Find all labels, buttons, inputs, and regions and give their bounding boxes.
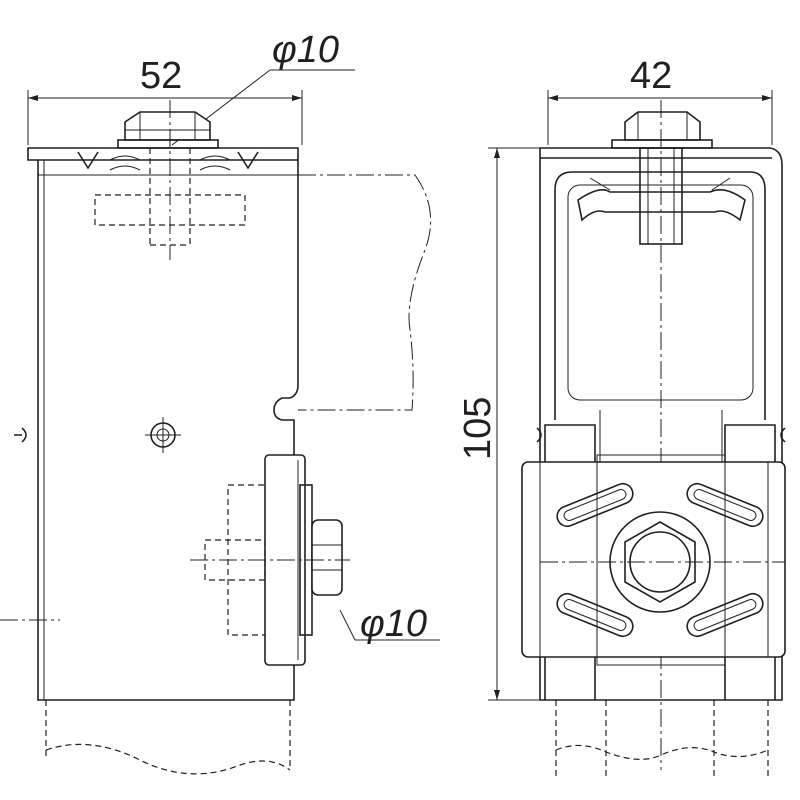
dimension-label-105: 105 xyxy=(457,397,499,460)
clamp-block xyxy=(521,454,786,666)
side-view: 52 φ10 φ10 xyxy=(0,29,440,775)
slot-holes xyxy=(556,482,764,638)
mounting-hole xyxy=(14,417,181,453)
front-view: 42 105 xyxy=(457,55,786,780)
side-bolt-assembly xyxy=(0,454,440,666)
dimension-52 xyxy=(27,90,303,145)
dimension-42 xyxy=(547,90,773,145)
top-bolt xyxy=(94,100,246,260)
front-view-lower-pipe xyxy=(555,700,769,780)
dimension-label-42: 42 xyxy=(630,55,672,97)
side-view-lower-pipe xyxy=(45,700,291,775)
label-top-bolt-diameter: φ10 xyxy=(272,29,339,71)
label-side-bolt-diameter: φ10 xyxy=(360,603,427,645)
front-top-bolt xyxy=(611,100,713,770)
bracket-body xyxy=(27,147,299,701)
dimension-label-52: 52 xyxy=(140,55,182,97)
dimension-105 xyxy=(488,147,540,701)
